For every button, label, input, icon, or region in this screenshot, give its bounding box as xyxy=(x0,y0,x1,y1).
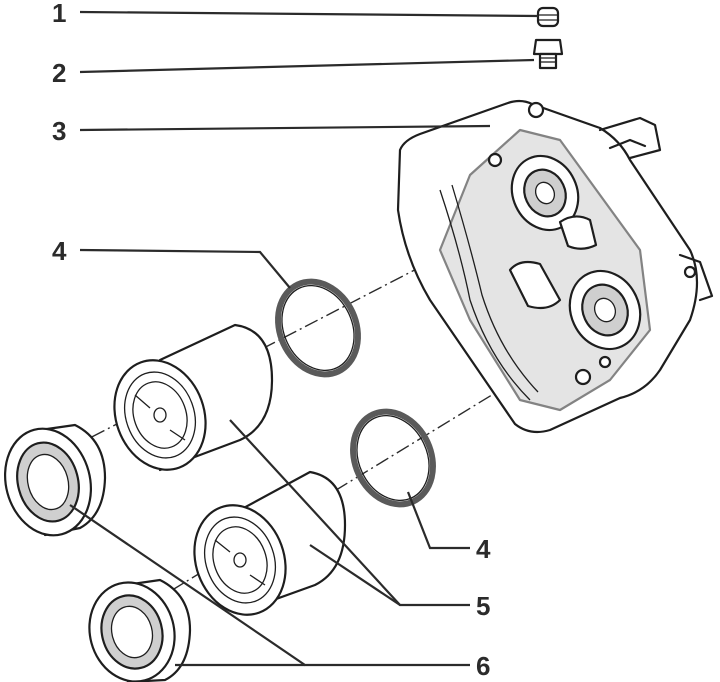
bleed-screw xyxy=(532,38,564,70)
bleed-cap xyxy=(536,6,560,28)
piston-upper xyxy=(113,323,274,472)
dust-boot-upper xyxy=(3,423,107,537)
dust-boot-lower xyxy=(88,578,192,682)
caliper-housing xyxy=(396,99,714,434)
piston-seal-lower xyxy=(350,408,436,508)
callout-2: 2 xyxy=(52,58,66,88)
callout-1: 1 xyxy=(52,0,66,28)
leader-lines xyxy=(69,10,539,667)
callout-6: 6 xyxy=(476,651,490,681)
piston-lower xyxy=(193,470,347,616)
callout-5: 5 xyxy=(476,591,490,621)
callout-3: 3 xyxy=(52,116,66,146)
callout-4-upper: 4 xyxy=(52,236,67,266)
piston-seal-upper xyxy=(275,278,361,378)
callout-4-lower: 4 xyxy=(476,534,491,564)
callout-labels: 1 2 3 4 4 5 6 xyxy=(52,0,491,681)
